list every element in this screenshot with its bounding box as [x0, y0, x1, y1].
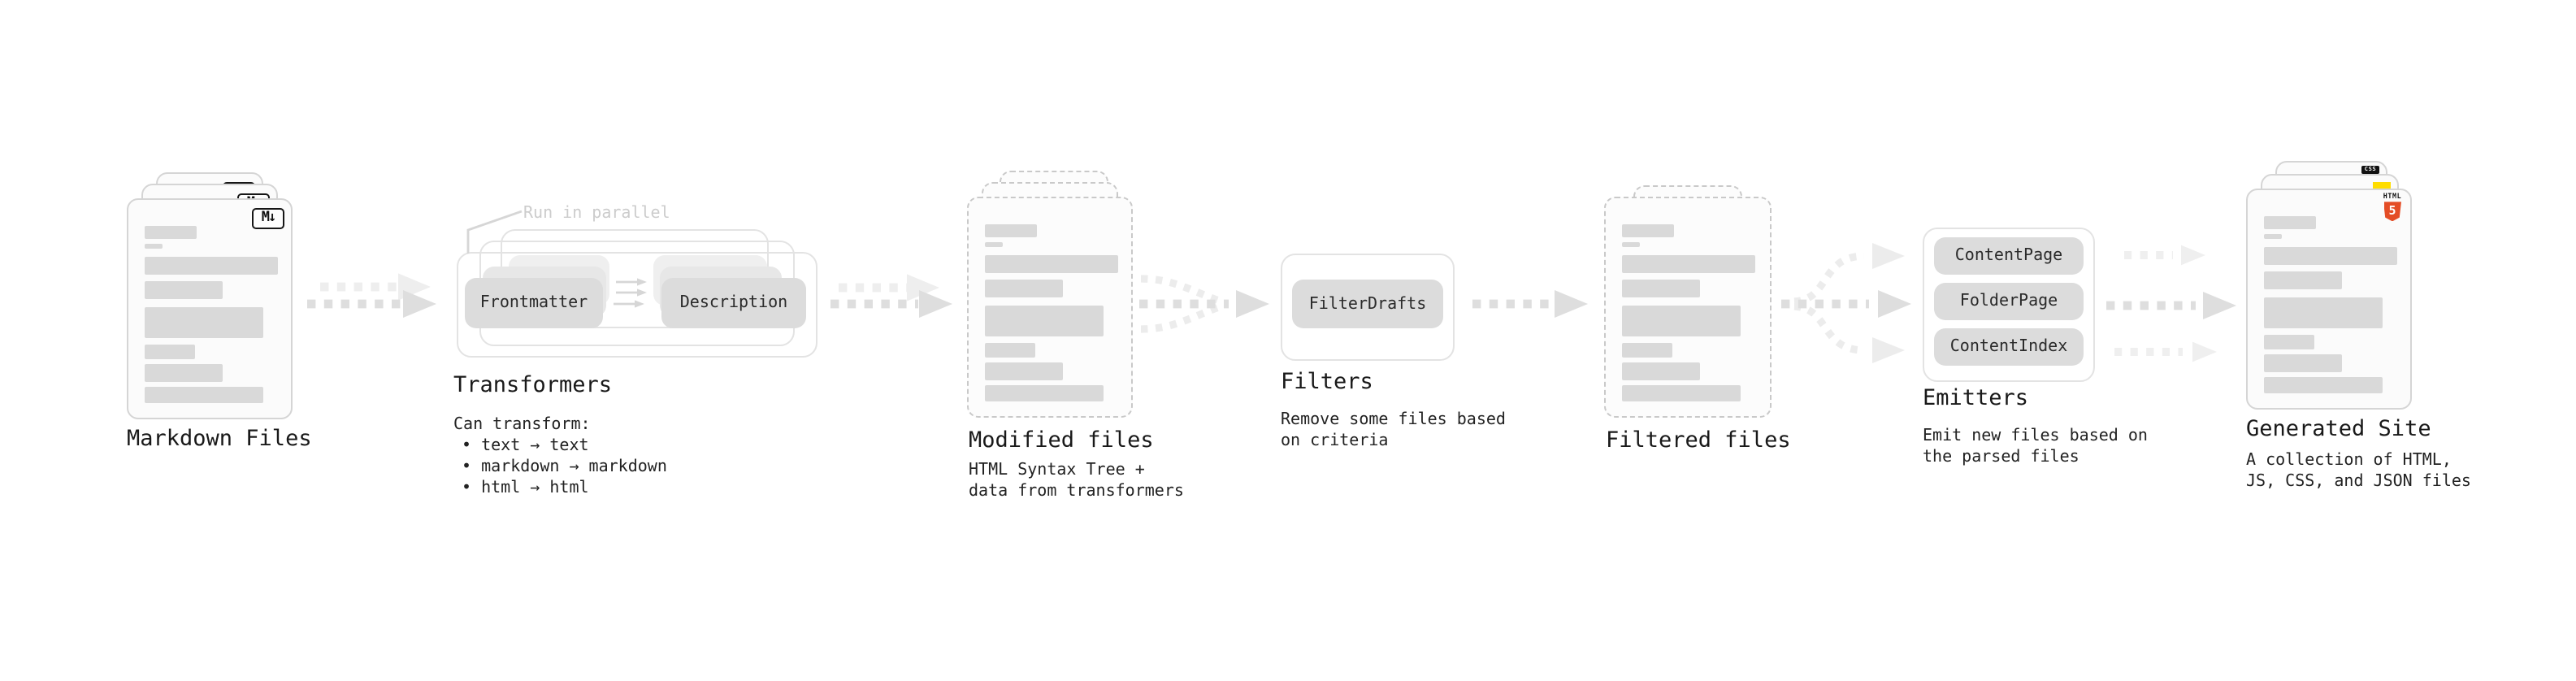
text-skeleton-bar	[985, 255, 1118, 273]
generated-desc-line: JS, CSS, and JSON files	[2246, 472, 2471, 491]
generated-html-file-card: HTML 5	[2246, 189, 2412, 410]
filterdrafts-box: FilterDrafts	[1292, 280, 1443, 328]
stage-generated-site: CSS HTML 5	[2246, 161, 2425, 413]
text-skeleton-bar	[145, 344, 195, 358]
arrow-filters-to-filtered	[1472, 290, 1588, 318]
stage-transformers: Frontmatter Description	[457, 229, 830, 367]
html5-icon: HTML 5	[2383, 193, 2402, 222]
transformer-parallel-arrows	[614, 278, 647, 308]
markdown-icon: M↓	[252, 208, 284, 228]
description-box: Description	[661, 278, 806, 328]
modified-files-description: HTML Syntax Tree + data from transformer…	[969, 460, 1184, 503]
transformers-heading: Transformers	[453, 372, 613, 398]
text-skeleton-bar	[1622, 255, 1755, 273]
generated-site-label: Generated Site	[2246, 416, 2431, 442]
text-skeleton-bar	[1622, 342, 1672, 357]
modified-desc-line: HTML Syntax Tree +	[969, 462, 1145, 479]
text-skeleton-bar	[985, 342, 1035, 357]
text-skeleton-bar	[1622, 385, 1741, 401]
modified-desc-line: data from transformers	[969, 483, 1184, 501]
stage-modified-files	[967, 171, 1146, 423]
text-skeleton-bar	[2264, 354, 2342, 371]
text-skeleton-bar	[2264, 334, 2314, 349]
text-skeleton-bar	[2264, 271, 2342, 289]
filters-heading: Filters	[1281, 369, 1373, 395]
transformers-bullet: • text → text	[462, 436, 589, 455]
transformers-desc-title: Can transform:	[453, 415, 591, 433]
transformers-description: Can transform: • text → text • markdown …	[453, 414, 667, 500]
frontmatter-box: Frontmatter	[465, 278, 603, 328]
text-skeleton-bar	[1622, 224, 1674, 237]
text-skeleton-bar	[985, 224, 1037, 237]
text-skeleton-bar	[1622, 280, 1700, 297]
text-skeleton-bar	[145, 387, 263, 403]
text-skeleton-bar	[985, 385, 1104, 401]
run-in-parallel-leader-line	[466, 210, 523, 254]
text-skeleton-bar	[1622, 241, 1640, 247]
filters-description: Remove some files based on criteria	[1281, 410, 1506, 453]
markdown-file-card-front: M↓	[127, 198, 293, 419]
filters-desc-line: Remove some files based	[1281, 411, 1506, 429]
text-skeleton-bar	[985, 362, 1063, 380]
transformers-bullet: • html → html	[462, 479, 589, 498]
stage-filters: FilterDrafts	[1281, 254, 1455, 361]
javascript-icon	[2372, 182, 2390, 191]
emitters-heading: Emitters	[1923, 384, 2029, 410]
text-skeleton-bar	[2264, 297, 2383, 327]
emitters-desc-line: the parsed files	[1923, 448, 2079, 466]
text-skeleton-bar	[145, 363, 223, 381]
modified-files-label: Modified files	[969, 427, 1154, 453]
text-skeleton-bar	[985, 305, 1104, 336]
modified-file-card-front	[967, 197, 1133, 418]
text-skeleton-bar	[1622, 305, 1741, 336]
filtered-files-label: Filtered files	[1606, 427, 1791, 453]
emitters-description: Emit new files based on the parsed files	[1923, 425, 2148, 468]
text-skeleton-bar	[145, 306, 263, 337]
arrow-filtered-to-emitters	[1781, 243, 1911, 363]
arrows-emitters-to-generated	[2106, 245, 2236, 362]
arrow-transformers-to-modified	[830, 274, 952, 318]
stage-markdown-files: M↓ M↓ M↓	[127, 172, 325, 419]
stage-emitters: ContentPage FolderPage ContentIndex	[1923, 228, 2095, 382]
emitters-desc-line: Emit new files based on	[1923, 427, 2148, 445]
contentpage-box: ContentPage	[1934, 237, 2084, 275]
filtered-file-card-front	[1604, 197, 1772, 418]
stage-filtered-files	[1604, 174, 1783, 421]
arrow-markdown-to-transformers	[307, 273, 436, 318]
text-skeleton-bar	[145, 243, 163, 249]
transformers-bullet: • markdown → markdown	[462, 458, 667, 476]
run-in-parallel-note: Run in parallel	[523, 205, 670, 223]
text-skeleton-bar	[2264, 233, 2282, 239]
generated-desc-line: A collection of HTML,	[2246, 451, 2452, 469]
text-skeleton-bar	[985, 280, 1063, 297]
text-skeleton-bar	[985, 241, 1003, 247]
filters-desc-line: on criteria	[1281, 432, 1389, 451]
text-skeleton-bar	[2264, 377, 2383, 393]
text-skeleton-bar	[2264, 247, 2397, 265]
markdown-files-label: Markdown Files	[127, 426, 312, 452]
contentindex-box: ContentIndex	[1934, 328, 2084, 366]
text-skeleton-bar	[1622, 362, 1700, 380]
folderpage-box: FolderPage	[1934, 283, 2084, 320]
text-skeleton-bar	[145, 226, 197, 239]
transformer-group-front	[457, 252, 817, 358]
text-skeleton-bar	[145, 281, 223, 299]
arrow-modified-to-filters	[1139, 275, 1269, 333]
text-skeleton-bar	[2264, 216, 2316, 229]
generated-site-description: A collection of HTML, JS, CSS, and JSON …	[2246, 449, 2471, 492]
text-skeleton-bar	[145, 257, 278, 275]
